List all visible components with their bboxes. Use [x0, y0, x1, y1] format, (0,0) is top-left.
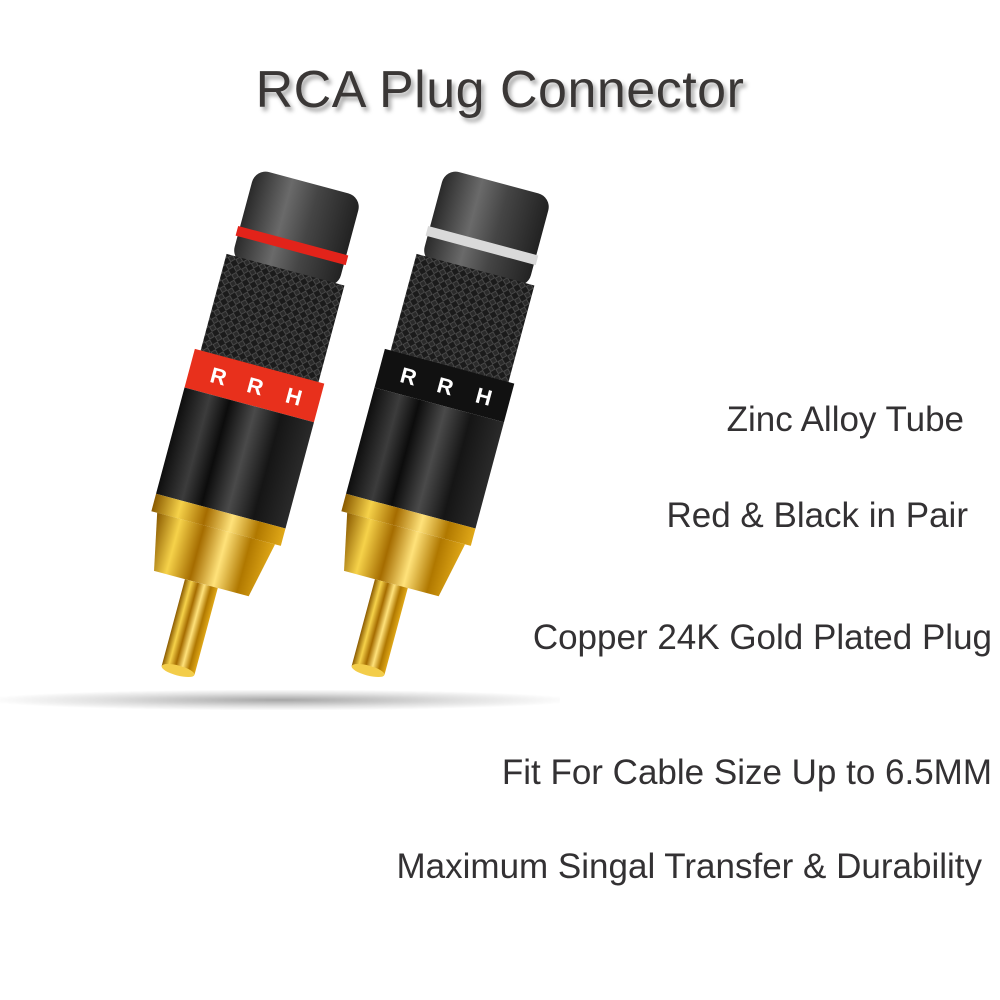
- feature-zinc-alloy: Zinc Alloy Tube: [726, 400, 964, 439]
- feature-cable-size: Fit For Cable Size Up to 6.5MM: [501, 753, 992, 792]
- feature-gold-plated: Copper 24K Gold Plated Plug: [532, 618, 992, 657]
- feature-red-black-pair: Red & Black in Pair: [666, 496, 968, 535]
- page-title: RCA Plug Connector: [255, 61, 745, 119]
- black-plug: R R H: [341, 171, 549, 678]
- svg-text:H: H: [283, 383, 305, 411]
- red-plug: R R H: [151, 171, 359, 678]
- floor-shadow: [0, 690, 560, 710]
- svg-text:R: R: [208, 362, 230, 390]
- svg-text:H: H: [473, 383, 495, 411]
- svg-text:R: R: [244, 372, 266, 400]
- svg-text:R: R: [434, 372, 456, 400]
- svg-text:R: R: [398, 362, 420, 390]
- feature-signal-durability: Maximum Singal Transfer & Durability: [396, 847, 982, 886]
